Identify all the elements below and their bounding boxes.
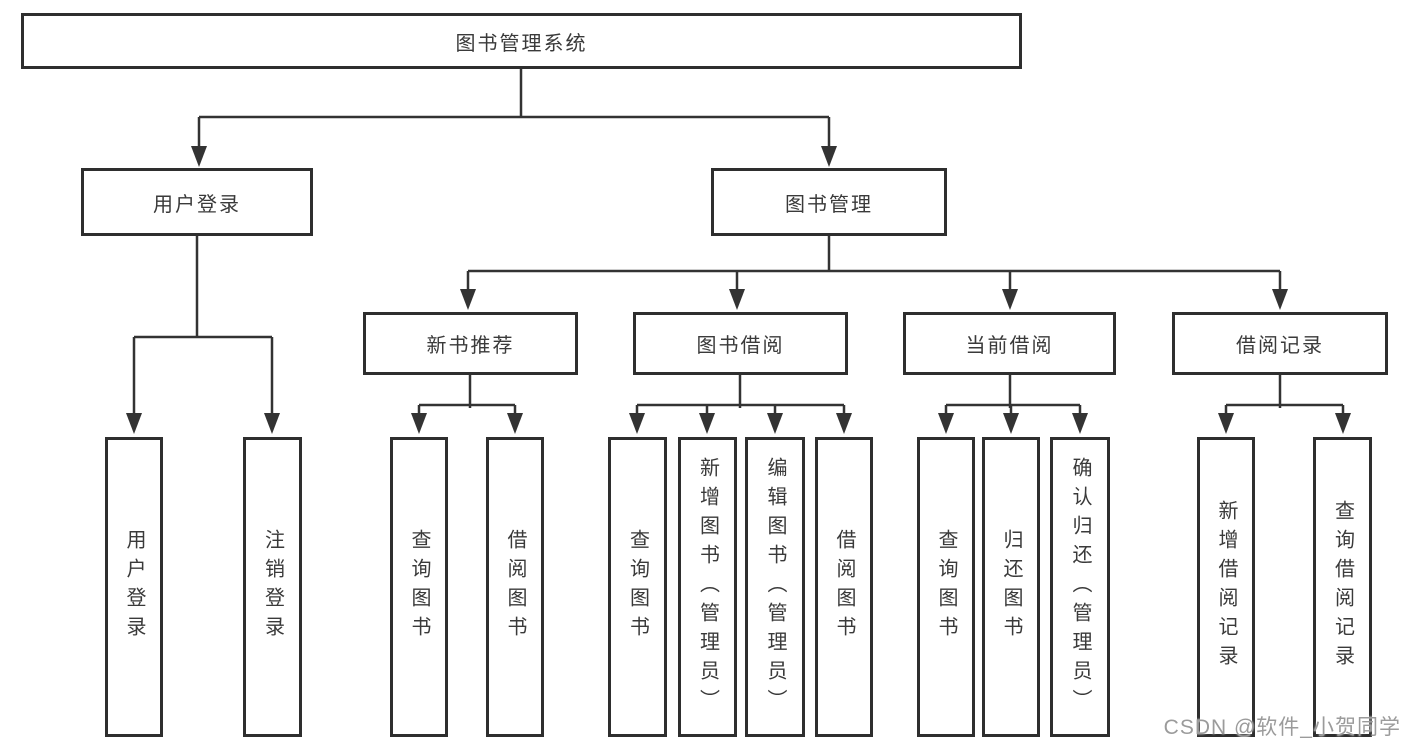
node-new-book-recommend: 新书推荐	[363, 312, 578, 375]
leaf-edit-book-admin: 编辑图书（管理员）	[745, 437, 805, 737]
leaf-borrow-books-borrowing: 借阅图书	[815, 437, 873, 737]
leaf-query-borrow-record: 查询借阅记录	[1313, 437, 1372, 737]
leaf-query-books-recommend: 查询图书	[390, 437, 448, 737]
leaf-edit-book-admin-label: 编辑图书（管理员）	[764, 456, 786, 718]
leaf-add-borrow-record-label: 新增借阅记录	[1215, 500, 1237, 674]
node-book-borrowing: 图书借阅	[633, 312, 848, 375]
leaf-user-login: 用户登录	[105, 437, 163, 737]
leaf-query-books-borrowing: 查询图书	[608, 437, 667, 737]
leaf-add-book-admin-label: 新增图书（管理员）	[696, 456, 719, 718]
node-book-borrowing-label: 图书借阅	[696, 335, 785, 357]
leaf-confirm-return-admin-label: 确认归还（管理员）	[1069, 456, 1091, 718]
leaf-add-borrow-record: 新增借阅记录	[1197, 437, 1255, 737]
node-book-management: 图书管理	[711, 168, 947, 236]
leaf-borrow-books-borrowing-label: 借阅图书	[833, 529, 855, 645]
node-root-label: 图书管理系统	[455, 32, 588, 55]
leaf-query-books-recommend-label: 查询图书	[408, 529, 430, 645]
leaf-logout-label: 注销登录	[261, 529, 284, 645]
leaf-query-books-current: 查询图书	[917, 437, 975, 737]
node-user-login: 用户登录	[81, 168, 313, 236]
csdn-watermark: CSDN @软件_小贺同学	[1163, 716, 1401, 739]
leaf-user-login-label: 用户登录	[123, 529, 145, 645]
leaf-return-book: 归还图书	[982, 437, 1040, 737]
node-book-management-label: 图书管理	[785, 193, 873, 216]
leaf-return-book-label: 归还图书	[1000, 529, 1022, 645]
node-borrowing-records: 借阅记录	[1172, 312, 1388, 375]
node-current-borrowing-label: 当前借阅	[965, 335, 1054, 357]
node-current-borrowing: 当前借阅	[903, 312, 1116, 375]
leaf-logout: 注销登录	[243, 437, 302, 737]
node-new-book-recommend-label: 新书推荐	[426, 335, 515, 357]
leaf-borrow-books-recommend-label: 借阅图书	[504, 529, 526, 645]
leaf-borrow-books-recommend: 借阅图书	[486, 437, 544, 737]
leaf-query-borrow-record-label: 查询借阅记录	[1331, 500, 1354, 674]
node-borrowing-records-label: 借阅记录	[1236, 335, 1324, 357]
node-root: 图书管理系统	[21, 13, 1022, 69]
leaf-query-books-current-label: 查询图书	[935, 529, 957, 645]
leaf-add-book-admin: 新增图书（管理员）	[678, 437, 737, 737]
leaf-query-books-borrowing-label: 查询图书	[626, 529, 649, 645]
leaf-confirm-return-admin: 确认归还（管理员）	[1050, 437, 1110, 737]
node-user-login-label: 用户登录	[153, 193, 241, 216]
